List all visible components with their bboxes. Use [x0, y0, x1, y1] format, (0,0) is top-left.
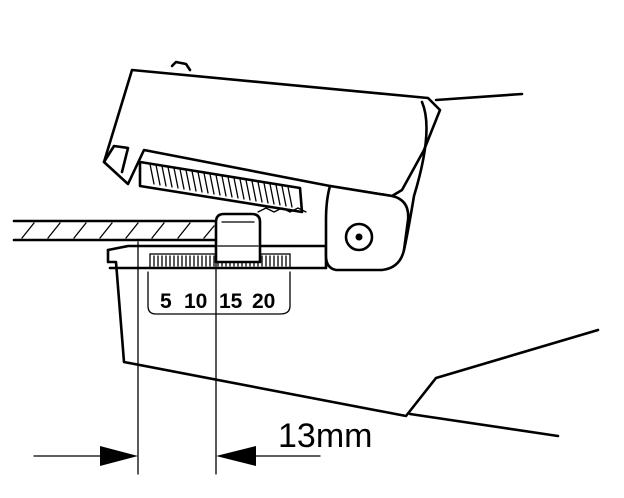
- scale-bracket: [147, 271, 291, 315]
- magazine-channel: [138, 160, 304, 214]
- scale-tick-label: 5: [160, 290, 172, 313]
- rear-cover-line: [434, 92, 524, 102]
- coil-stroke: [161, 165, 167, 187]
- coil-stroke: [245, 179, 251, 201]
- coil-stroke: [203, 172, 209, 194]
- coil-stroke: [281, 185, 287, 207]
- upper-head-housing: [102, 68, 442, 198]
- housing-top-knob: [170, 60, 192, 72]
- coil-stroke: [209, 173, 215, 195]
- dimension-arrow-right: [216, 446, 256, 466]
- coil-stroke: [167, 166, 173, 188]
- coil-stroke: [263, 182, 269, 204]
- dimension-arrow-left: [100, 446, 138, 466]
- coil-stroke: [149, 163, 155, 185]
- coil-stroke: [197, 171, 203, 193]
- coil-stroke: [233, 177, 239, 199]
- coil-stroke: [287, 186, 293, 208]
- paper-stack: [12, 219, 216, 242]
- scale-tick-label: 10: [184, 290, 207, 313]
- coil-stroke: [227, 176, 233, 198]
- coil-stroke: [191, 170, 197, 192]
- scale-tick-label: 15: [219, 290, 243, 313]
- dimension-label: 13mm: [278, 417, 372, 455]
- base-body: [106, 248, 600, 418]
- housing-front-face: [102, 144, 130, 174]
- coil-stroke: [269, 183, 275, 205]
- coil-stroke: [179, 168, 185, 190]
- dimension-13mm: 13mm: [33, 241, 372, 475]
- scale-labels: 5 10 15 20: [160, 290, 275, 313]
- coil-stroke: [173, 167, 179, 189]
- coil-stroke: [251, 180, 257, 202]
- magazine-coil: [149, 163, 293, 208]
- coil-stroke: [239, 178, 245, 200]
- coil-stroke: [221, 175, 227, 197]
- staple-guide-block: [214, 212, 262, 264]
- staple-guide-inner: [217, 221, 259, 247]
- coil-stroke: [215, 174, 221, 196]
- hinge-pivot-center: [355, 233, 363, 241]
- coil-stroke: [185, 169, 191, 191]
- hinge-back-arc: [402, 100, 428, 252]
- coil-stroke: [257, 181, 263, 203]
- coil-stroke: [275, 184, 281, 206]
- scale-tick-label: 20: [252, 290, 275, 313]
- base-rear-edge: [408, 412, 560, 438]
- coil-stroke: [155, 164, 161, 186]
